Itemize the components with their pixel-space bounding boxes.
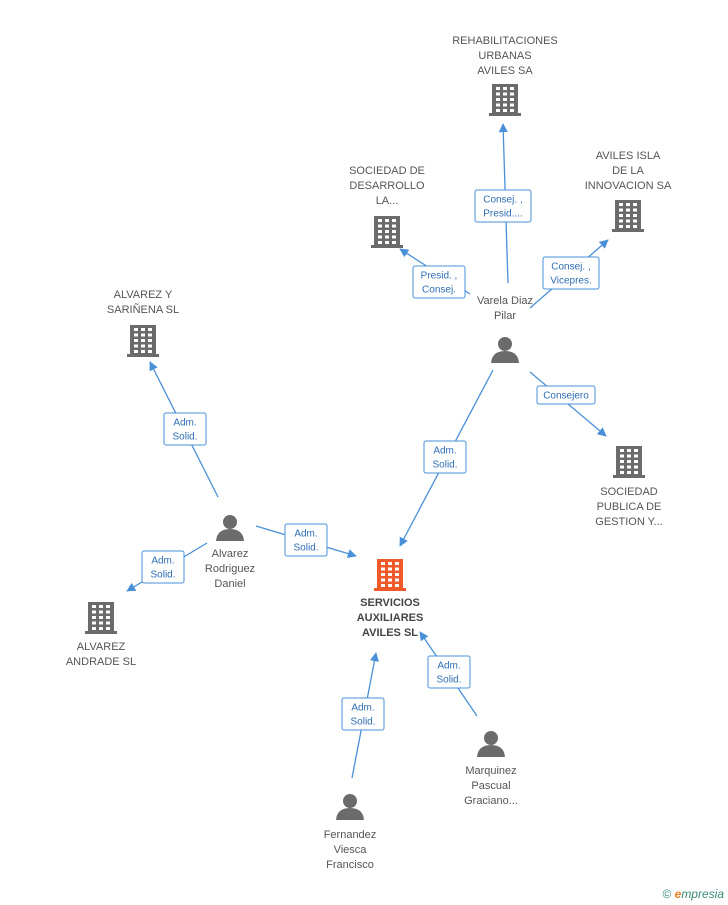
node-rehab[interactable]: REHABILITACIONES URBANAS AVILES SA [452, 35, 558, 116]
person-icon [477, 731, 505, 757]
edge-label-text: Consej. [422, 285, 456, 296]
edge-label-text: Adm. [294, 529, 317, 540]
edge-alvrod-to-alvsar: Adm. Solid. [149, 361, 219, 498]
node-label: Varela Diaz [477, 295, 533, 307]
node-label: DE LA [612, 165, 644, 177]
edge-label-text: Consej. , [483, 195, 522, 206]
brand-logo-letter: e [674, 887, 682, 901]
building-icon [85, 602, 117, 634]
node-alvsar[interactable]: ALVAREZ Y SARIÑENA SL [107, 289, 179, 357]
node-label: SOCIEDAD DE [349, 165, 425, 177]
node-label: Rodriguez [205, 563, 255, 575]
edge-label-box[interactable] [536, 385, 596, 405]
building-icon [613, 446, 645, 478]
edge-label-text: Solid. [436, 675, 461, 686]
edge-label-box[interactable] [284, 523, 328, 557]
node-label: LA... [376, 195, 399, 207]
node-label: ALVAREZ [77, 641, 126, 653]
building-icon [612, 200, 644, 232]
edge-label-box[interactable] [427, 655, 471, 689]
node-label: AVILES SL [362, 627, 418, 639]
edge-label-text: Adm. [437, 661, 460, 672]
node-center[interactable]: SERVICIOS AUXILIARES AVILES SL [357, 559, 424, 639]
edge-alvrod-to-alvand: Adm. Solid. [126, 542, 208, 592]
building-icon [489, 84, 521, 116]
person-icon [336, 794, 364, 820]
building-icon [374, 559, 406, 591]
node-label: AVILES ISLA [596, 150, 661, 162]
node-label: REHABILITACIONES [452, 35, 558, 47]
edge-label-text: Presid.... [483, 209, 522, 220]
edge-label-text: Consej. , [551, 262, 590, 273]
edge-label-text: Adm. [433, 446, 456, 457]
edge-label-box[interactable] [341, 697, 385, 731]
edge-label-text: Adm. [151, 556, 174, 567]
node-label: ANDRADE SL [66, 656, 136, 668]
node-label: Alvarez [212, 548, 249, 560]
node-label: Marquinez [465, 765, 516, 777]
node-label: Viesca [334, 844, 368, 856]
edge-marq-to-center: Adm. Solid. [419, 631, 478, 717]
person-icon [216, 515, 244, 541]
node-label: ALVAREZ Y [114, 289, 173, 301]
brand-logo-text: mpresia [681, 887, 724, 901]
node-label: Pilar [494, 310, 516, 322]
node-label: AVILES SA [477, 65, 533, 77]
node-label: SARIÑENA SL [107, 303, 179, 316]
edge-varela-to-isla: Consej. , Vicepres. [529, 239, 609, 309]
node-sodes[interactable]: SOCIEDAD DE DESARROLLO LA... [349, 165, 425, 248]
node-label: SOCIEDAD [600, 486, 658, 498]
node-label: PUBLICA DE [597, 501, 662, 513]
brand-watermark: © empresia [662, 887, 724, 901]
node-label: Pascual [471, 780, 510, 792]
building-icon [127, 325, 159, 357]
node-label: Fernandez [324, 829, 377, 841]
edge-label-box[interactable] [141, 550, 185, 584]
edge-label-box[interactable] [542, 256, 600, 290]
person-icon [491, 337, 519, 363]
edge-varela-to-sodes: Presid. , Consej. [399, 248, 471, 299]
edge-varela-to-sopub: Consejero [529, 371, 607, 437]
edge-varela-to-rehab: Consej. , Presid.... [474, 123, 532, 284]
node-label: GESTION Y... [595, 516, 662, 528]
node-label: Graciano... [464, 795, 518, 807]
edge-fern-to-center: Adm. Solid. [341, 652, 385, 779]
edge-varela-to-center: Adm. Solid. [399, 369, 494, 547]
edge-label-box[interactable] [474, 189, 532, 223]
edge-alvrod-to-center: Adm. Solid. [255, 523, 357, 559]
node-label: DESARROLLO [349, 180, 425, 192]
node-label: SERVICIOS [360, 597, 420, 609]
edge-label-text: Solid. [432, 460, 457, 471]
edge-label-text: Adm. [173, 418, 196, 429]
node-label: AUXILIARES [357, 612, 424, 624]
node-isla[interactable]: AVILES ISLA DE LA INNOVACION SA [585, 150, 672, 232]
node-label: Daniel [214, 578, 245, 590]
edges-layer: Consej. , Presid.... Presid. , Consej. Conse… [126, 123, 609, 779]
node-label: INNOVACION SA [585, 180, 672, 192]
edge-label-text: Adm. [351, 703, 374, 714]
node-label: URBANAS [478, 50, 531, 62]
edge-label-text: Consejero [543, 391, 589, 402]
building-icon [371, 216, 403, 248]
edge-label-box[interactable] [163, 412, 207, 446]
nodes-layer: SERVICIOS AUXILIARES AVILES SL REHABILITACI… [66, 35, 672, 871]
edge-label-text: Solid. [293, 543, 318, 554]
edge-label-box[interactable] [412, 265, 466, 299]
node-sopub[interactable]: SOCIEDAD PUBLICA DE GESTION Y... [595, 446, 663, 528]
node-label: Francisco [326, 859, 374, 871]
node-marq[interactable]: MarquinezPascualGraciano... [464, 731, 518, 807]
edge-label-text: Solid. [172, 432, 197, 443]
edge-label-text: Solid. [150, 570, 175, 581]
edge-label-box[interactable] [423, 440, 467, 474]
node-alvand[interactable]: ALVAREZ ANDRADE SL [66, 602, 136, 668]
edge-label-text: Presid. , [421, 271, 458, 282]
edge-label-text: Solid. [350, 717, 375, 728]
edge-label-text: Vicepres. [550, 276, 592, 287]
copyright-symbol: © [662, 887, 672, 901]
